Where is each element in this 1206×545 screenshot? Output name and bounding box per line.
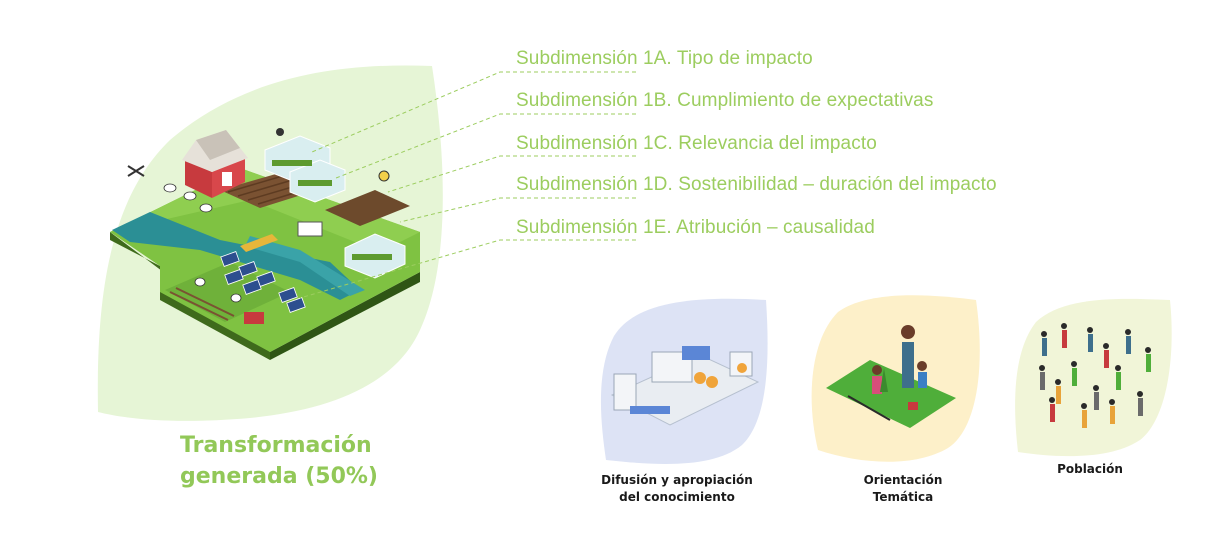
main-label-line2: generada (50%) <box>180 464 378 489</box>
subdimension-1b-label: Subdimensión 1B. Cumplimiento de expecta… <box>516 90 934 111</box>
drone-icon <box>127 165 145 177</box>
card-label-line1: Difusión y apropiación <box>601 473 753 487</box>
card-label-line2: del conocimiento <box>619 490 735 504</box>
crowd-of-people-illustration <box>1039 323 1151 428</box>
subdimension-1d-label: Subdimensión 1D. Sostenibilidad – duraci… <box>516 174 997 195</box>
farm-diorama-illustration <box>110 128 420 360</box>
connector-lines <box>299 71 636 299</box>
card-label-difusion: Difusión y apropiación del conocimiento <box>596 472 758 506</box>
card-label-line2: Temática <box>872 490 934 504</box>
subdimension-1a-label: Subdimensión 1A. Tipo de impacto <box>516 48 813 69</box>
card-blob-poblacion <box>1015 298 1172 457</box>
subdimension-1c-label: Subdimensión 1C. Relevancia del impacto <box>516 133 877 154</box>
subdimension-1e-label: Subdimensión 1E. Atribución – causalidad <box>516 217 875 238</box>
main-label-line1: Transformación <box>180 433 372 458</box>
card-label-orientacion: Orientación Temática <box>840 472 966 506</box>
card-label-poblacion: Población <box>1030 461 1150 478</box>
drone-icon <box>276 128 284 136</box>
card-label-line1: Población <box>1057 462 1123 476</box>
drone-icon <box>378 170 390 182</box>
card-label-line1: Orientación <box>863 473 943 487</box>
main-dimension-label: Transformación generada (50%) <box>180 430 378 492</box>
solar-panels-illustration <box>220 251 306 313</box>
barn-illustration <box>182 130 248 198</box>
laboratory-illustration <box>610 346 760 426</box>
family-planting-tree-illustration <box>826 325 956 428</box>
